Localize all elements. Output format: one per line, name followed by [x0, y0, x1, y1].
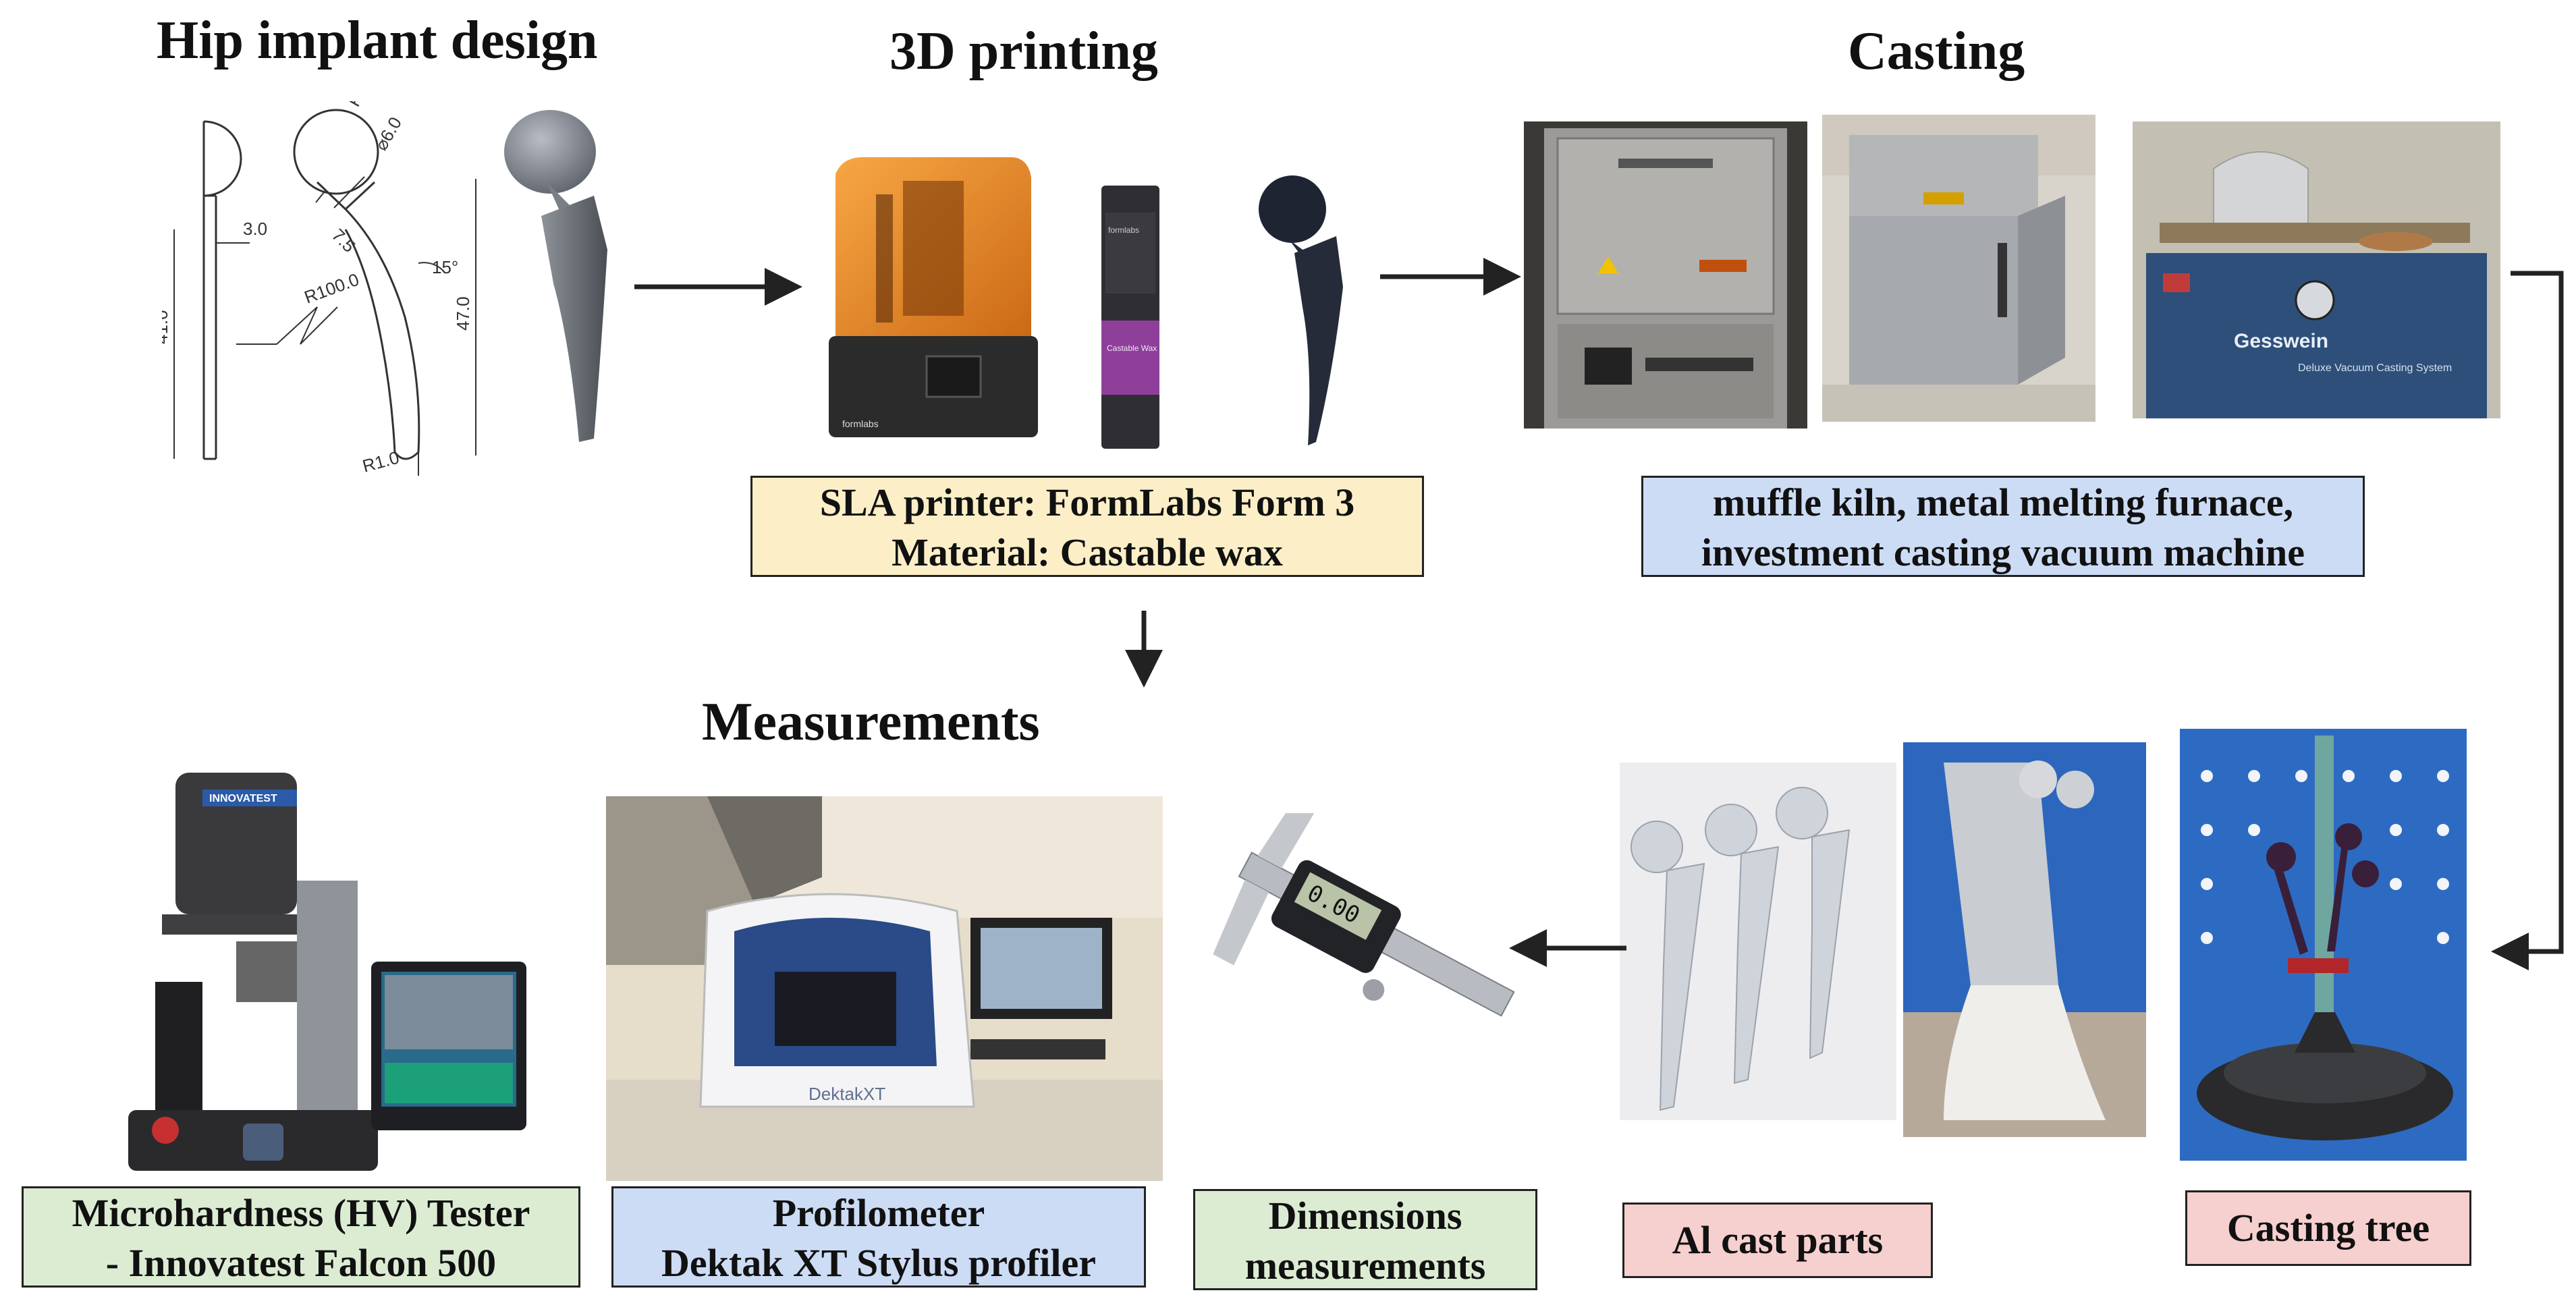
caption-profilometer: Profilometer Dektak XT Stylus profiler	[611, 1186, 1146, 1288]
caption-dimensions: Dimensions measurements	[1193, 1189, 1537, 1290]
caption-sla-printer-line1: SLA printer: FormLabs Form 3	[819, 480, 1355, 524]
dim-length-right: 47.0	[453, 296, 473, 331]
title-measurements: Measurements	[702, 692, 1040, 752]
tester-brand: INNOVATEST	[209, 793, 277, 804]
implant-technical-drawing: 3.0 41.0 R7.0 ⌀6.0 7.5 R100.0 15° 47.0 R…	[162, 101, 476, 476]
vacuum-casting-machine-photo: Gesswein Deluxe Vacuum Casting System	[2133, 121, 2500, 418]
dim-angle: 15°	[432, 257, 458, 277]
caption-profilometer-line1: Profilometer	[772, 1191, 985, 1235]
caption-profilometer-line2: Dektak XT Stylus profiler	[661, 1241, 1096, 1285]
caption-dimensions-line2: measurements	[1244, 1244, 1486, 1288]
caption-casting-line2: investment casting vacuum machine	[1701, 530, 2305, 574]
formlabs-printer-photo: formlabs	[829, 157, 1038, 437]
caption-tester-line2: - Innovatest Falcon 500	[105, 1241, 497, 1285]
caption-microhardness-tester: Microhardness (HV) Tester - Innovatest F…	[22, 1186, 580, 1288]
caption-dimensions-line1: Dimensions	[1268, 1194, 1462, 1238]
caption-casting-tree-text: Casting tree	[2226, 1206, 2430, 1250]
dim-length-left: 41.0	[162, 310, 171, 344]
profilometer-photo: DektakXT	[606, 796, 1163, 1181]
title-casting: Casting	[1848, 22, 2025, 81]
caption-tester-line1: Microhardness (HV) Tester	[72, 1191, 530, 1235]
caption-casting-line1: muffle kiln, metal melting furnace,	[1712, 480, 2294, 524]
title-3d-printing: 3D printing	[889, 22, 1158, 81]
microhardness-tester-photo: INNOVATEST	[128, 773, 526, 1171]
cartridge-label: Castable Wax	[1107, 343, 1157, 353]
metal-melting-furnace-photo	[1822, 115, 2095, 422]
caption-sla-printer: SLA printer: FormLabs Form 3 Material: C…	[750, 476, 1424, 577]
casting-tree-photo	[2180, 729, 2467, 1161]
vacuum-machine-brand: Gesswein	[2234, 330, 2328, 352]
cartridge-brand: formlabs	[1108, 225, 1139, 235]
profiler-label: DektakXT	[809, 1084, 885, 1104]
implant-3d-render	[504, 110, 607, 442]
vacuum-machine-model: Deluxe Vacuum Casting System	[2298, 362, 2452, 374]
caption-sla-printer-line2: Material: Castable wax	[892, 530, 1283, 574]
caption-casting-equipment: muffle kiln, metal melting furnace, inve…	[1641, 476, 2365, 577]
printer-brand-label: formlabs	[842, 418, 879, 429]
wax-implant-print-photo	[1259, 175, 1343, 445]
dim-tip-width: 3.0	[243, 219, 267, 239]
al-cast-parts-photo	[1620, 763, 1896, 1120]
muffle-kiln-photo	[1524, 121, 1807, 429]
casting-tree-investment-photo	[1903, 742, 2146, 1137]
caption-al-cast-parts: Al cast parts	[1622, 1203, 1933, 1278]
arrow-casting-to-tree	[2491, 271, 2564, 970]
castable-wax-cartridge-photo: formlabs Castable Wax	[1101, 186, 1159, 449]
digital-caliper-photo: 0.00	[1213, 813, 1515, 1017]
caption-al-cast-parts-text: Al cast parts	[1672, 1218, 1884, 1262]
caption-casting-tree: Casting tree	[2185, 1190, 2471, 1266]
title-hip-implant-design: Hip implant design	[157, 11, 598, 70]
